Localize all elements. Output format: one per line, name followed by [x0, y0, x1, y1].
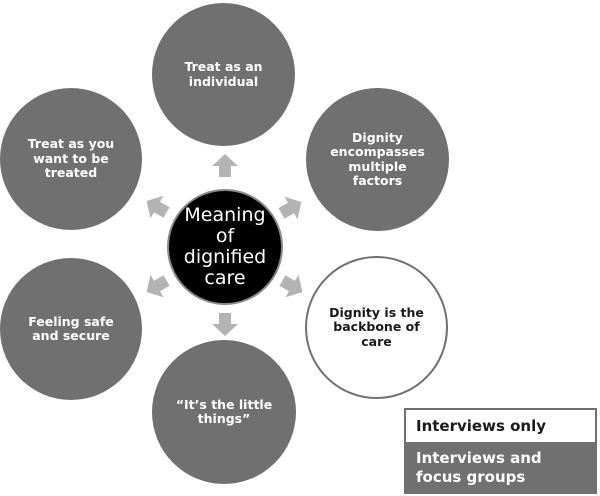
theme-treat-as-you-want-to-be-treated: Treat as you want to be treated	[0, 88, 142, 230]
arrow-to-little-things	[212, 313, 238, 336]
legend-interviews-only: Interviews only	[406, 410, 595, 442]
theme-label: Dignity encompasses multiple factors	[330, 129, 425, 188]
theme-treat-as-individual: Treat as an individual	[152, 3, 295, 146]
theme-dignity-encompasses-multiple-factors: Dignity encompasses multiple factors	[306, 88, 449, 231]
legend-interviews-and-focus-groups: Interviews and focus groups	[406, 442, 595, 492]
theme-feeling-safe-and-secure: Feeling safe and secure	[0, 258, 142, 400]
theme-label: Treat as you want to be treated	[27, 136, 115, 181]
arrow-to-treat-as-you-want	[146, 195, 170, 219]
legend: Interviews only Interviews and focus gro…	[404, 408, 597, 494]
arrow-to-dignity-encompasses	[278, 196, 302, 220]
theme-dignity-is-backbone-of-care: Dignity is the backbone of care	[305, 256, 448, 399]
center-label: Meaning of dignified care	[183, 204, 267, 289]
theme-its-the-little-things: “It’s the little things”	[152, 340, 296, 484]
arrow-to-safe-and-secure	[146, 274, 170, 298]
center-meaning-of-dignified-care: Meaning of dignified care	[167, 189, 283, 305]
theme-label: Feeling safe and secure	[28, 313, 114, 343]
theme-label: “It’s the little things”	[175, 396, 273, 426]
arrow-to-treat-as-individual	[212, 154, 238, 177]
arrow-to-backbone-of-care	[279, 274, 303, 298]
theme-label: Dignity is the backbone of care	[329, 304, 424, 349]
theme-label: Treat as an individual	[184, 59, 263, 89]
